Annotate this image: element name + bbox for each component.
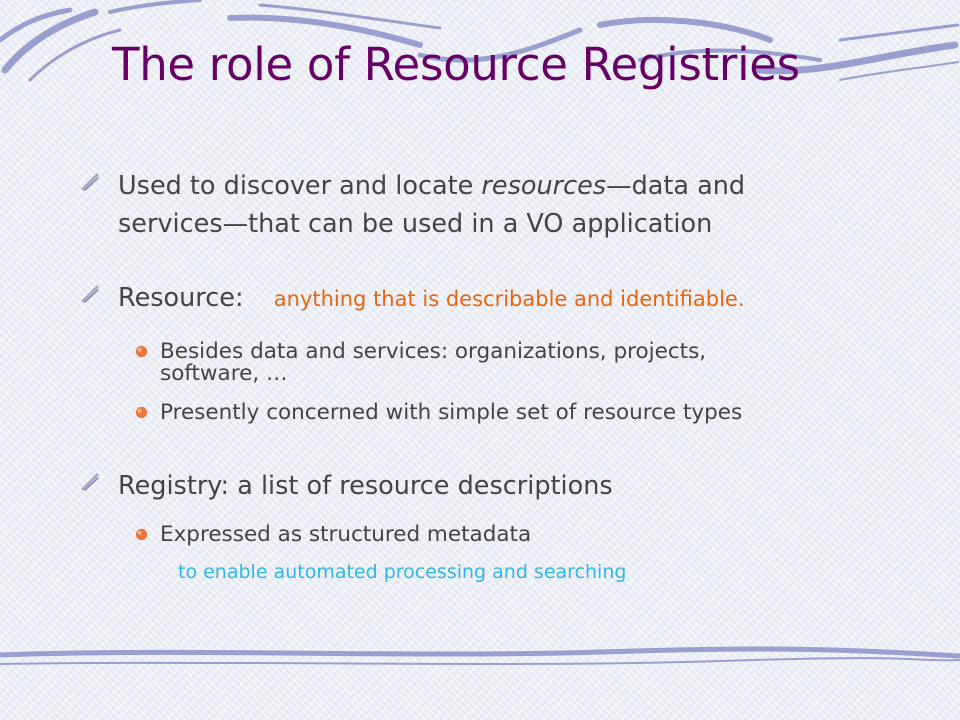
bullet-registry: Registry: a list of resource description… xyxy=(81,467,613,505)
sub-bullet-expressed: Expressed as structured metadata xyxy=(135,524,531,546)
resource-label: Resource: xyxy=(118,283,244,313)
sub-bullet-besides: Besides data and services: organizations… xyxy=(135,341,706,385)
sub-bullet-presently: Presently concerned with simple set of r… xyxy=(135,402,742,424)
brush-stroke-icon xyxy=(81,473,99,491)
bullet-resource: Resource: anything that is describable a… xyxy=(81,279,745,318)
resource-definition: anything that is describable and identif… xyxy=(273,287,745,311)
brush-stroke-icon xyxy=(81,285,99,303)
bullet-purpose-line1: Used to discover and locate resources—da… xyxy=(118,171,746,201)
registry-note: to enable automated processing and searc… xyxy=(178,561,627,583)
orange-dot-icon xyxy=(135,406,148,419)
orange-dot-icon xyxy=(135,345,148,358)
brush-stroke-icon xyxy=(81,173,99,191)
bullet-purpose-line2: services—that can be used in a VO applic… xyxy=(118,209,713,239)
orange-dot-icon xyxy=(135,528,148,541)
slide-title: The role of Resource Registries xyxy=(112,38,800,91)
bullet-purpose: Used to discover and locate resources—da… xyxy=(81,167,746,243)
